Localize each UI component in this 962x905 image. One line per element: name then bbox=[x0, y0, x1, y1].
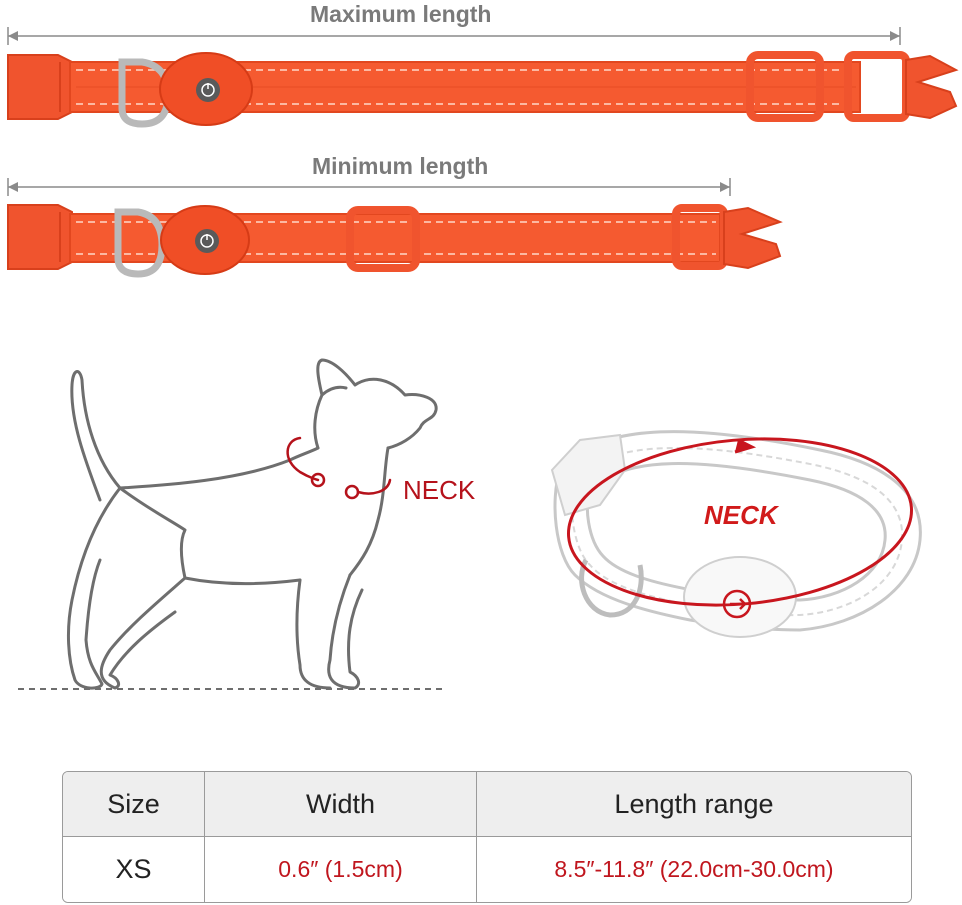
dog-neck-label: NECK bbox=[403, 475, 476, 505]
header-length-range: Length range bbox=[614, 788, 774, 819]
maximum-length-label: Maximum length bbox=[310, 1, 492, 27]
header-size: Size bbox=[63, 772, 205, 836]
dog-outline bbox=[66, 358, 438, 690]
cell-width: 0.6″ (1.5cm) bbox=[205, 837, 477, 902]
maximum-length-dimension bbox=[7, 27, 901, 45]
collar-maximum bbox=[7, 51, 959, 128]
cell-length-range: 8.5″-11.8″ (22.0cm-30.0cm) bbox=[554, 856, 834, 882]
cell-size: XS bbox=[63, 837, 205, 902]
minimum-length-label: Minimum length bbox=[312, 153, 489, 179]
neck-measure-curl bbox=[286, 436, 392, 500]
table-header-row: Size Width Length range bbox=[63, 772, 911, 837]
minimum-length-dimension bbox=[7, 178, 731, 196]
collar-neck-label: NECK bbox=[704, 500, 778, 530]
collar-neck-diagram bbox=[550, 430, 922, 638]
header-width: Width bbox=[205, 772, 477, 836]
size-table: Size Width Length range XS 0.6″ (1.5cm) … bbox=[62, 771, 912, 903]
table-row: XS 0.6″ (1.5cm) 8.5″-11.8″ (22.0cm-30.0c… bbox=[63, 837, 911, 902]
collar-minimum bbox=[7, 204, 783, 278]
